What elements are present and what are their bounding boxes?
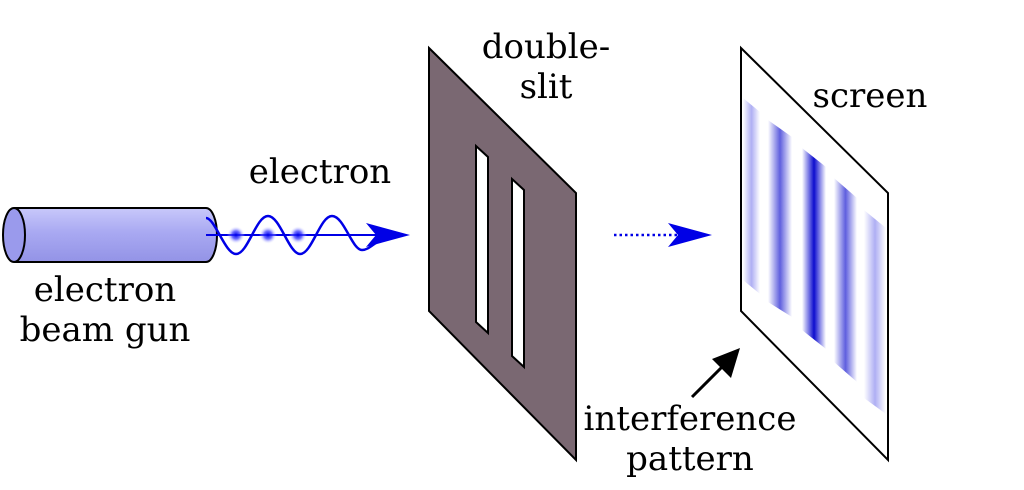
label-gun-line1: electron <box>34 270 176 310</box>
fringe <box>768 120 792 317</box>
gun-body <box>14 208 206 262</box>
label-pattern-line2: pattern <box>626 439 754 479</box>
pointer-arrow-icon <box>690 348 740 399</box>
slit-1 <box>475 143 489 336</box>
electron-dot <box>259 226 277 244</box>
fringe <box>834 178 857 382</box>
fringe <box>743 98 760 294</box>
label-double-slit-line1: double- <box>482 27 610 67</box>
plate <box>428 45 577 463</box>
arrowhead-icon <box>366 223 410 247</box>
interference-pattern <box>743 98 886 414</box>
screen <box>740 45 889 463</box>
label-pattern-line1: interference <box>584 399 797 439</box>
wave-packet <box>205 214 401 256</box>
propagation-arrow <box>614 223 712 247</box>
gun-cap <box>2 207 26 263</box>
fringe <box>802 148 826 349</box>
slit-2 <box>511 176 525 370</box>
electron-gun <box>2 207 218 263</box>
label-electron: electron <box>249 152 391 192</box>
double-slit-plate <box>428 45 577 463</box>
label-screen: screen <box>813 76 928 116</box>
arrowhead-icon <box>668 223 712 247</box>
electron-dot <box>289 226 307 244</box>
label-gun-line2: beam gun <box>20 310 191 350</box>
label-double-slit-line2: slit <box>520 67 573 107</box>
electron-wave <box>205 214 410 256</box>
fringe <box>864 210 886 414</box>
electron-dot <box>227 226 245 244</box>
